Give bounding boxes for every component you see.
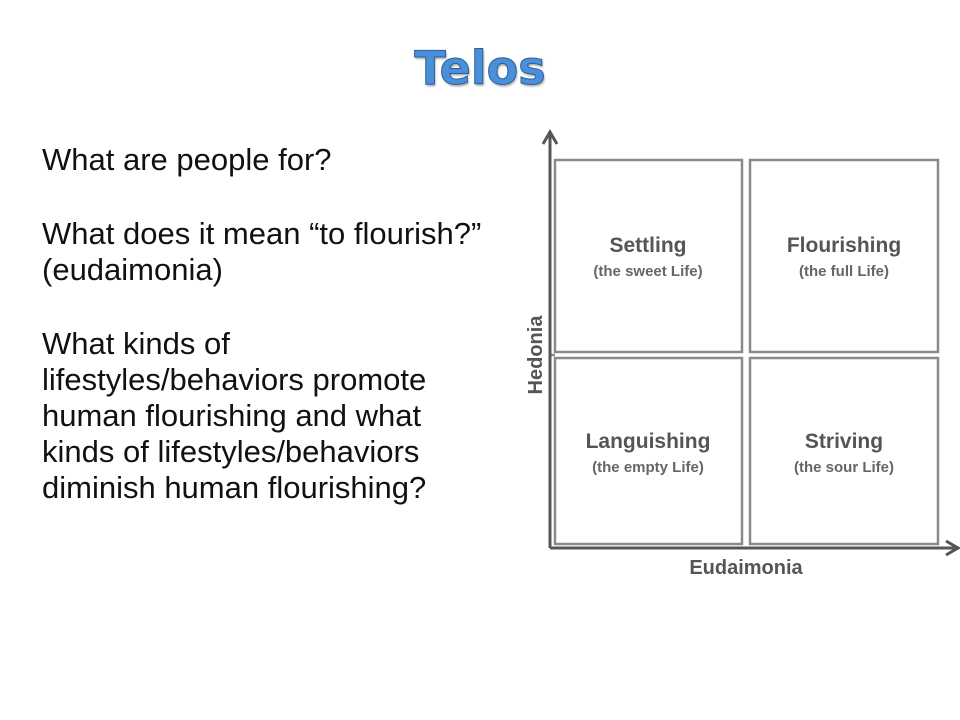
quadrant-top-right-box [748,158,940,354]
bullet-item-2: What does it mean “to flourish?” (eudaim… [42,216,482,287]
quadrant-bottom-right-label: Striving [805,430,883,453]
quadrant-top-left-sub: (the sweet Life) [593,263,702,280]
quadrant-bottom-right-sub: (the sour Life) [794,459,894,476]
bullet-item-3: What kinds of lifestyles/behaviors promo… [42,326,427,505]
bullet-list: What are people for? What does it mean “… [42,142,482,544]
quadrant-top-right-sub: (the full Life) [799,263,889,280]
quadrant-top-right-label: Flourishing [787,234,901,257]
quadrant-bottom-left-label: Languishing [586,430,711,453]
x-axis-arrow-icon [945,539,960,557]
quadrant-diagram-svg: Settling (the sweet Life) Flourishing (t… [525,129,960,579]
quadrant-bottom-right-box [748,356,940,546]
quadrant-top-left-label: Settling [610,234,687,257]
x-axis-label: Eudaimonia [689,557,803,579]
quadrant-diagram: Settling (the sweet Life) Flourishing (t… [510,120,960,590]
bullet-item-1: What are people for? [42,142,332,177]
quadrant-bottom-left-box [553,356,744,546]
quadrant-bottom-left-sub: (the empty Life) [592,459,704,476]
quadrant-top-left-box [553,158,744,354]
y-axis-arrow-icon [541,129,559,145]
y-axis-label: Hedonia [525,315,547,395]
slide-title: Telos [414,41,546,96]
